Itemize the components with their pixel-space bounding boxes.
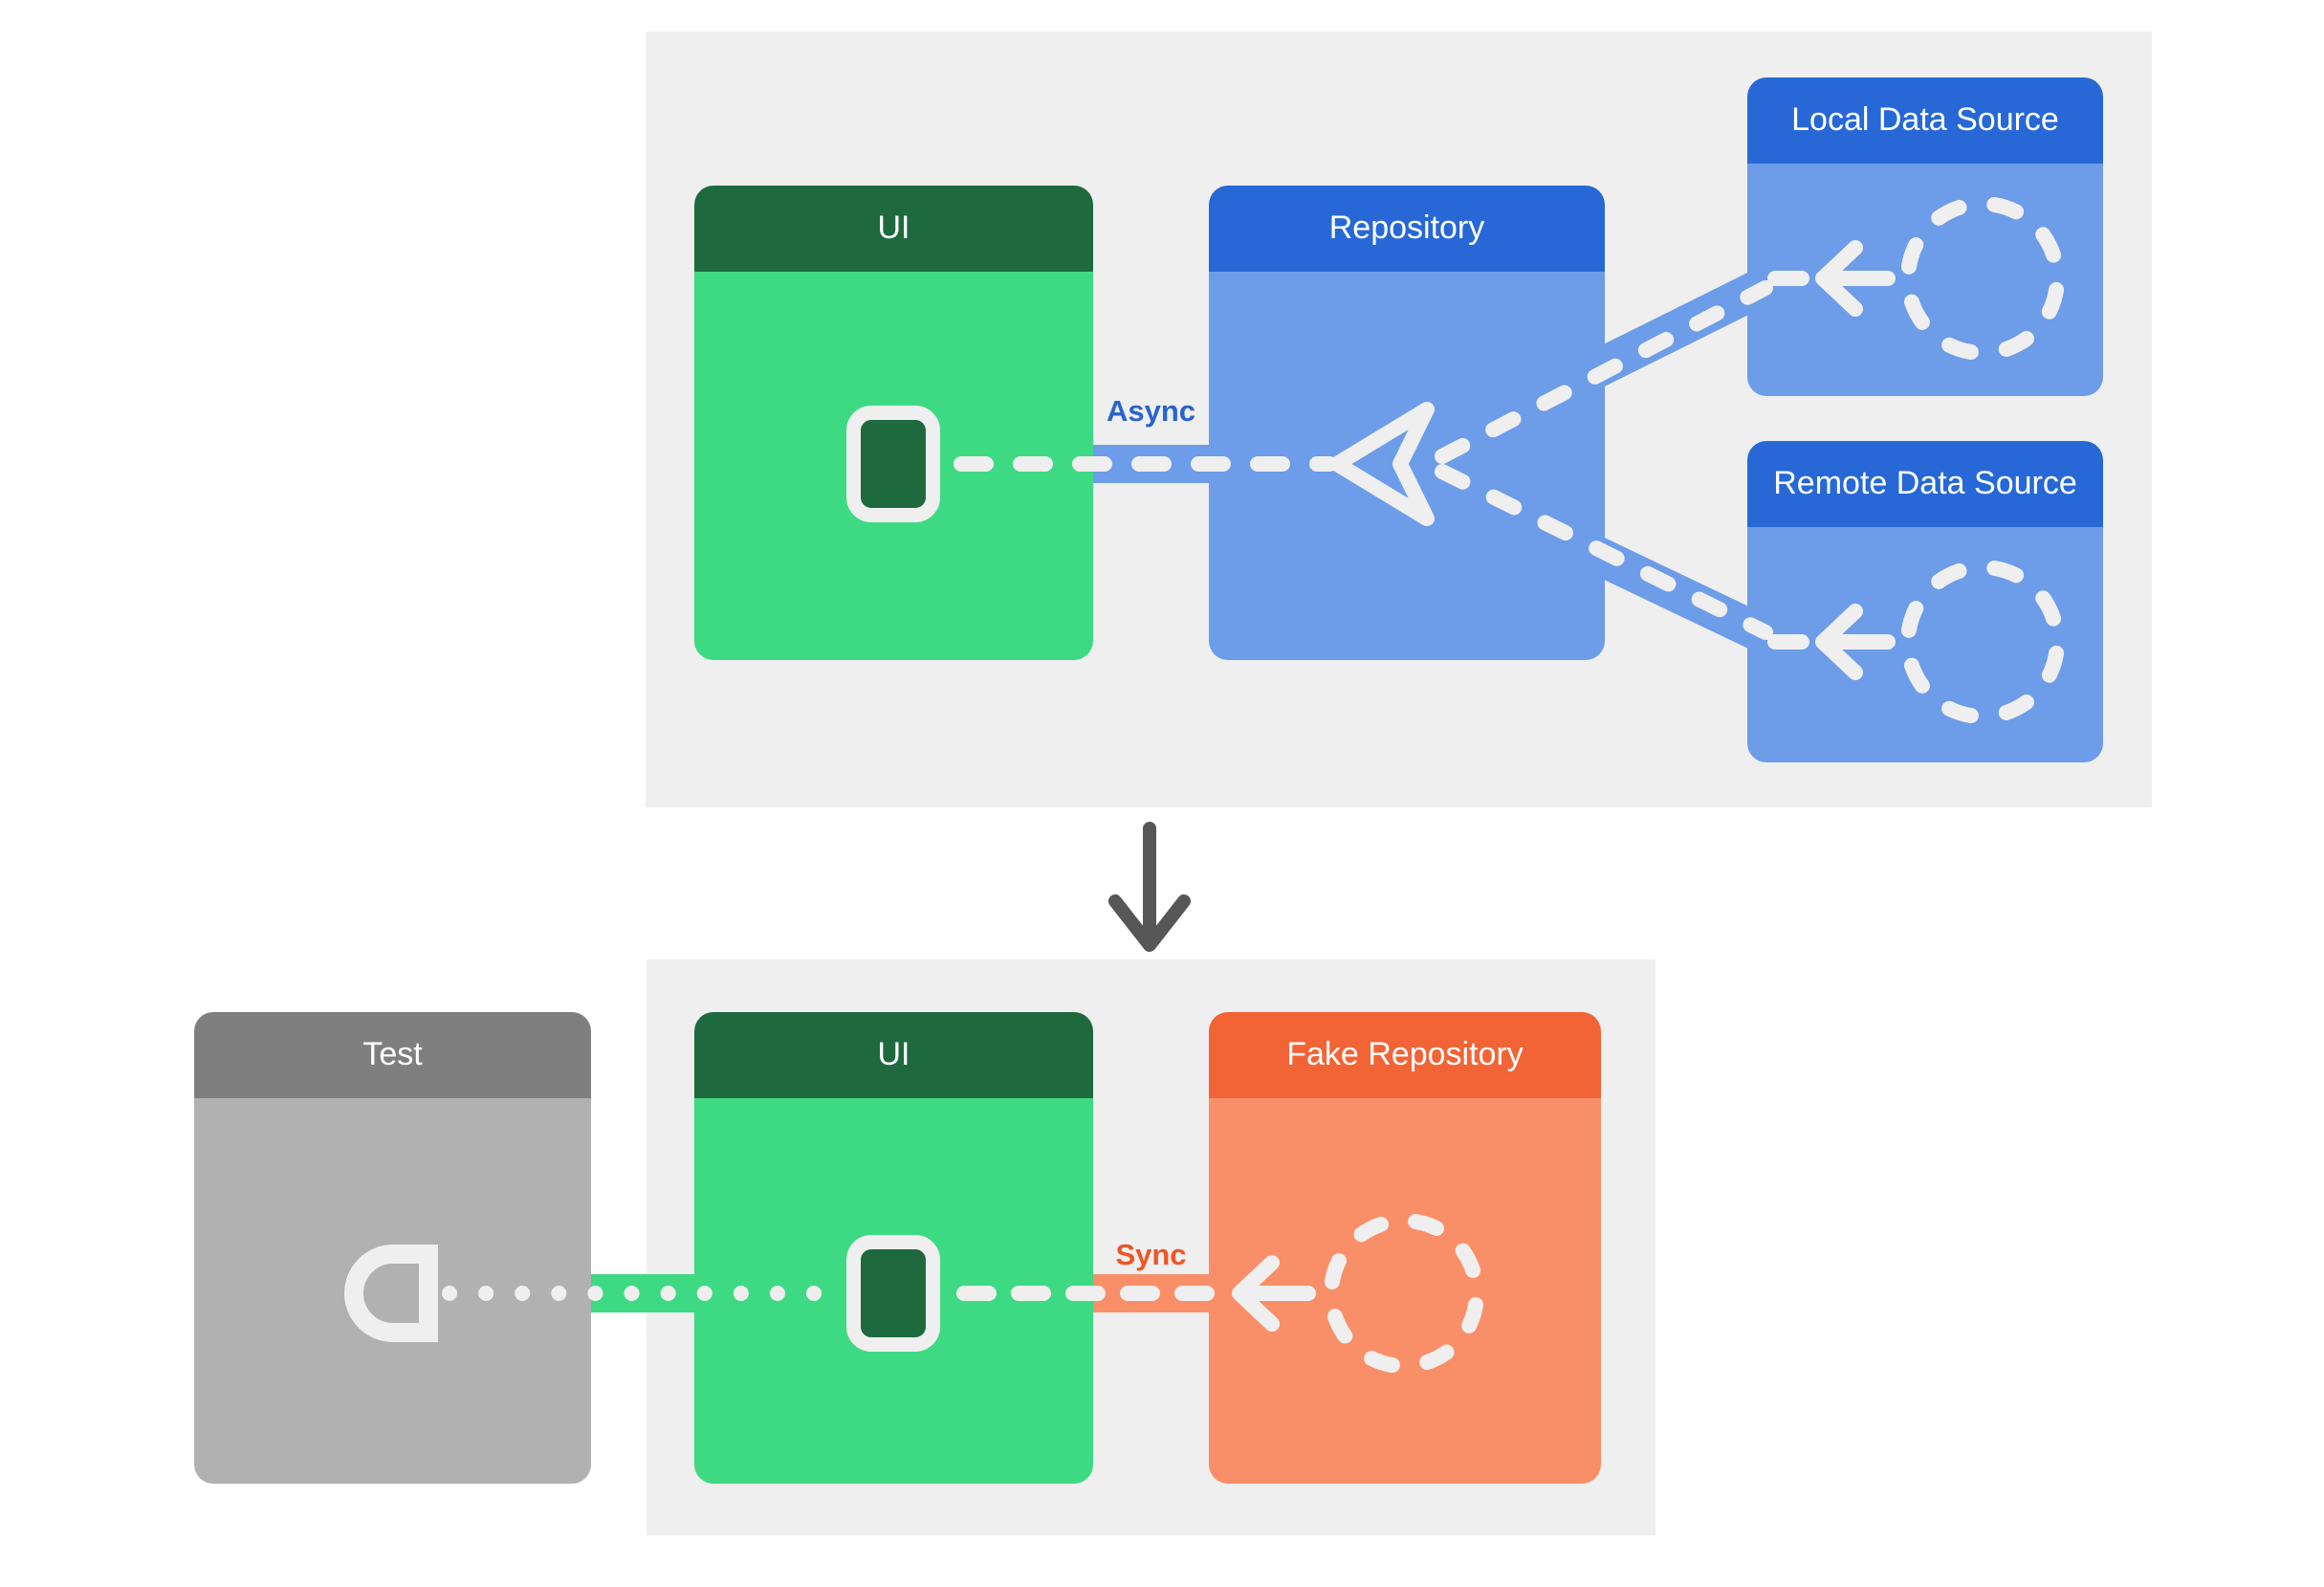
local-data-source-title: Local Data Source <box>1791 101 2059 139</box>
socket-icon <box>344 1245 438 1342</box>
ui-box-bottom-header: UI <box>694 1012 1093 1098</box>
down-arrow-icon <box>1108 822 1191 952</box>
remote-data-source-header: Remote Data Source <box>1747 441 2103 527</box>
sync-label: Sync <box>1115 1238 1187 1271</box>
port-icon <box>846 1235 940 1352</box>
repository-box-header: Repository <box>1209 186 1605 272</box>
port-icon <box>846 406 940 522</box>
remote-data-source-title: Remote Data Source <box>1773 465 2077 502</box>
ui-box-title: UI <box>877 209 910 247</box>
ui-box-bottom-title: UI <box>877 1036 910 1073</box>
remote-data-source-body <box>1747 527 2103 762</box>
repository-box-title: Repository <box>1328 209 1485 247</box>
repository-box-body <box>1209 272 1605 660</box>
repository-box: Repository <box>1209 186 1605 660</box>
remote-data-source-box: Remote Data Source <box>1747 441 2103 762</box>
async-label: Async <box>1106 394 1196 428</box>
local-data-source-box: Local Data Source <box>1747 77 2103 396</box>
fake-repository-box: Fake Repository <box>1209 1012 1601 1484</box>
test-box-title: Test <box>362 1036 423 1073</box>
local-data-source-body <box>1747 164 2103 396</box>
local-data-source-header: Local Data Source <box>1747 77 2103 164</box>
fake-repository-header: Fake Repository <box>1209 1012 1601 1098</box>
fake-repository-title: Fake Repository <box>1286 1036 1524 1073</box>
fake-repository-body <box>1209 1098 1601 1484</box>
ui-box-header: UI <box>694 186 1093 272</box>
test-box-header: Test <box>194 1012 591 1098</box>
